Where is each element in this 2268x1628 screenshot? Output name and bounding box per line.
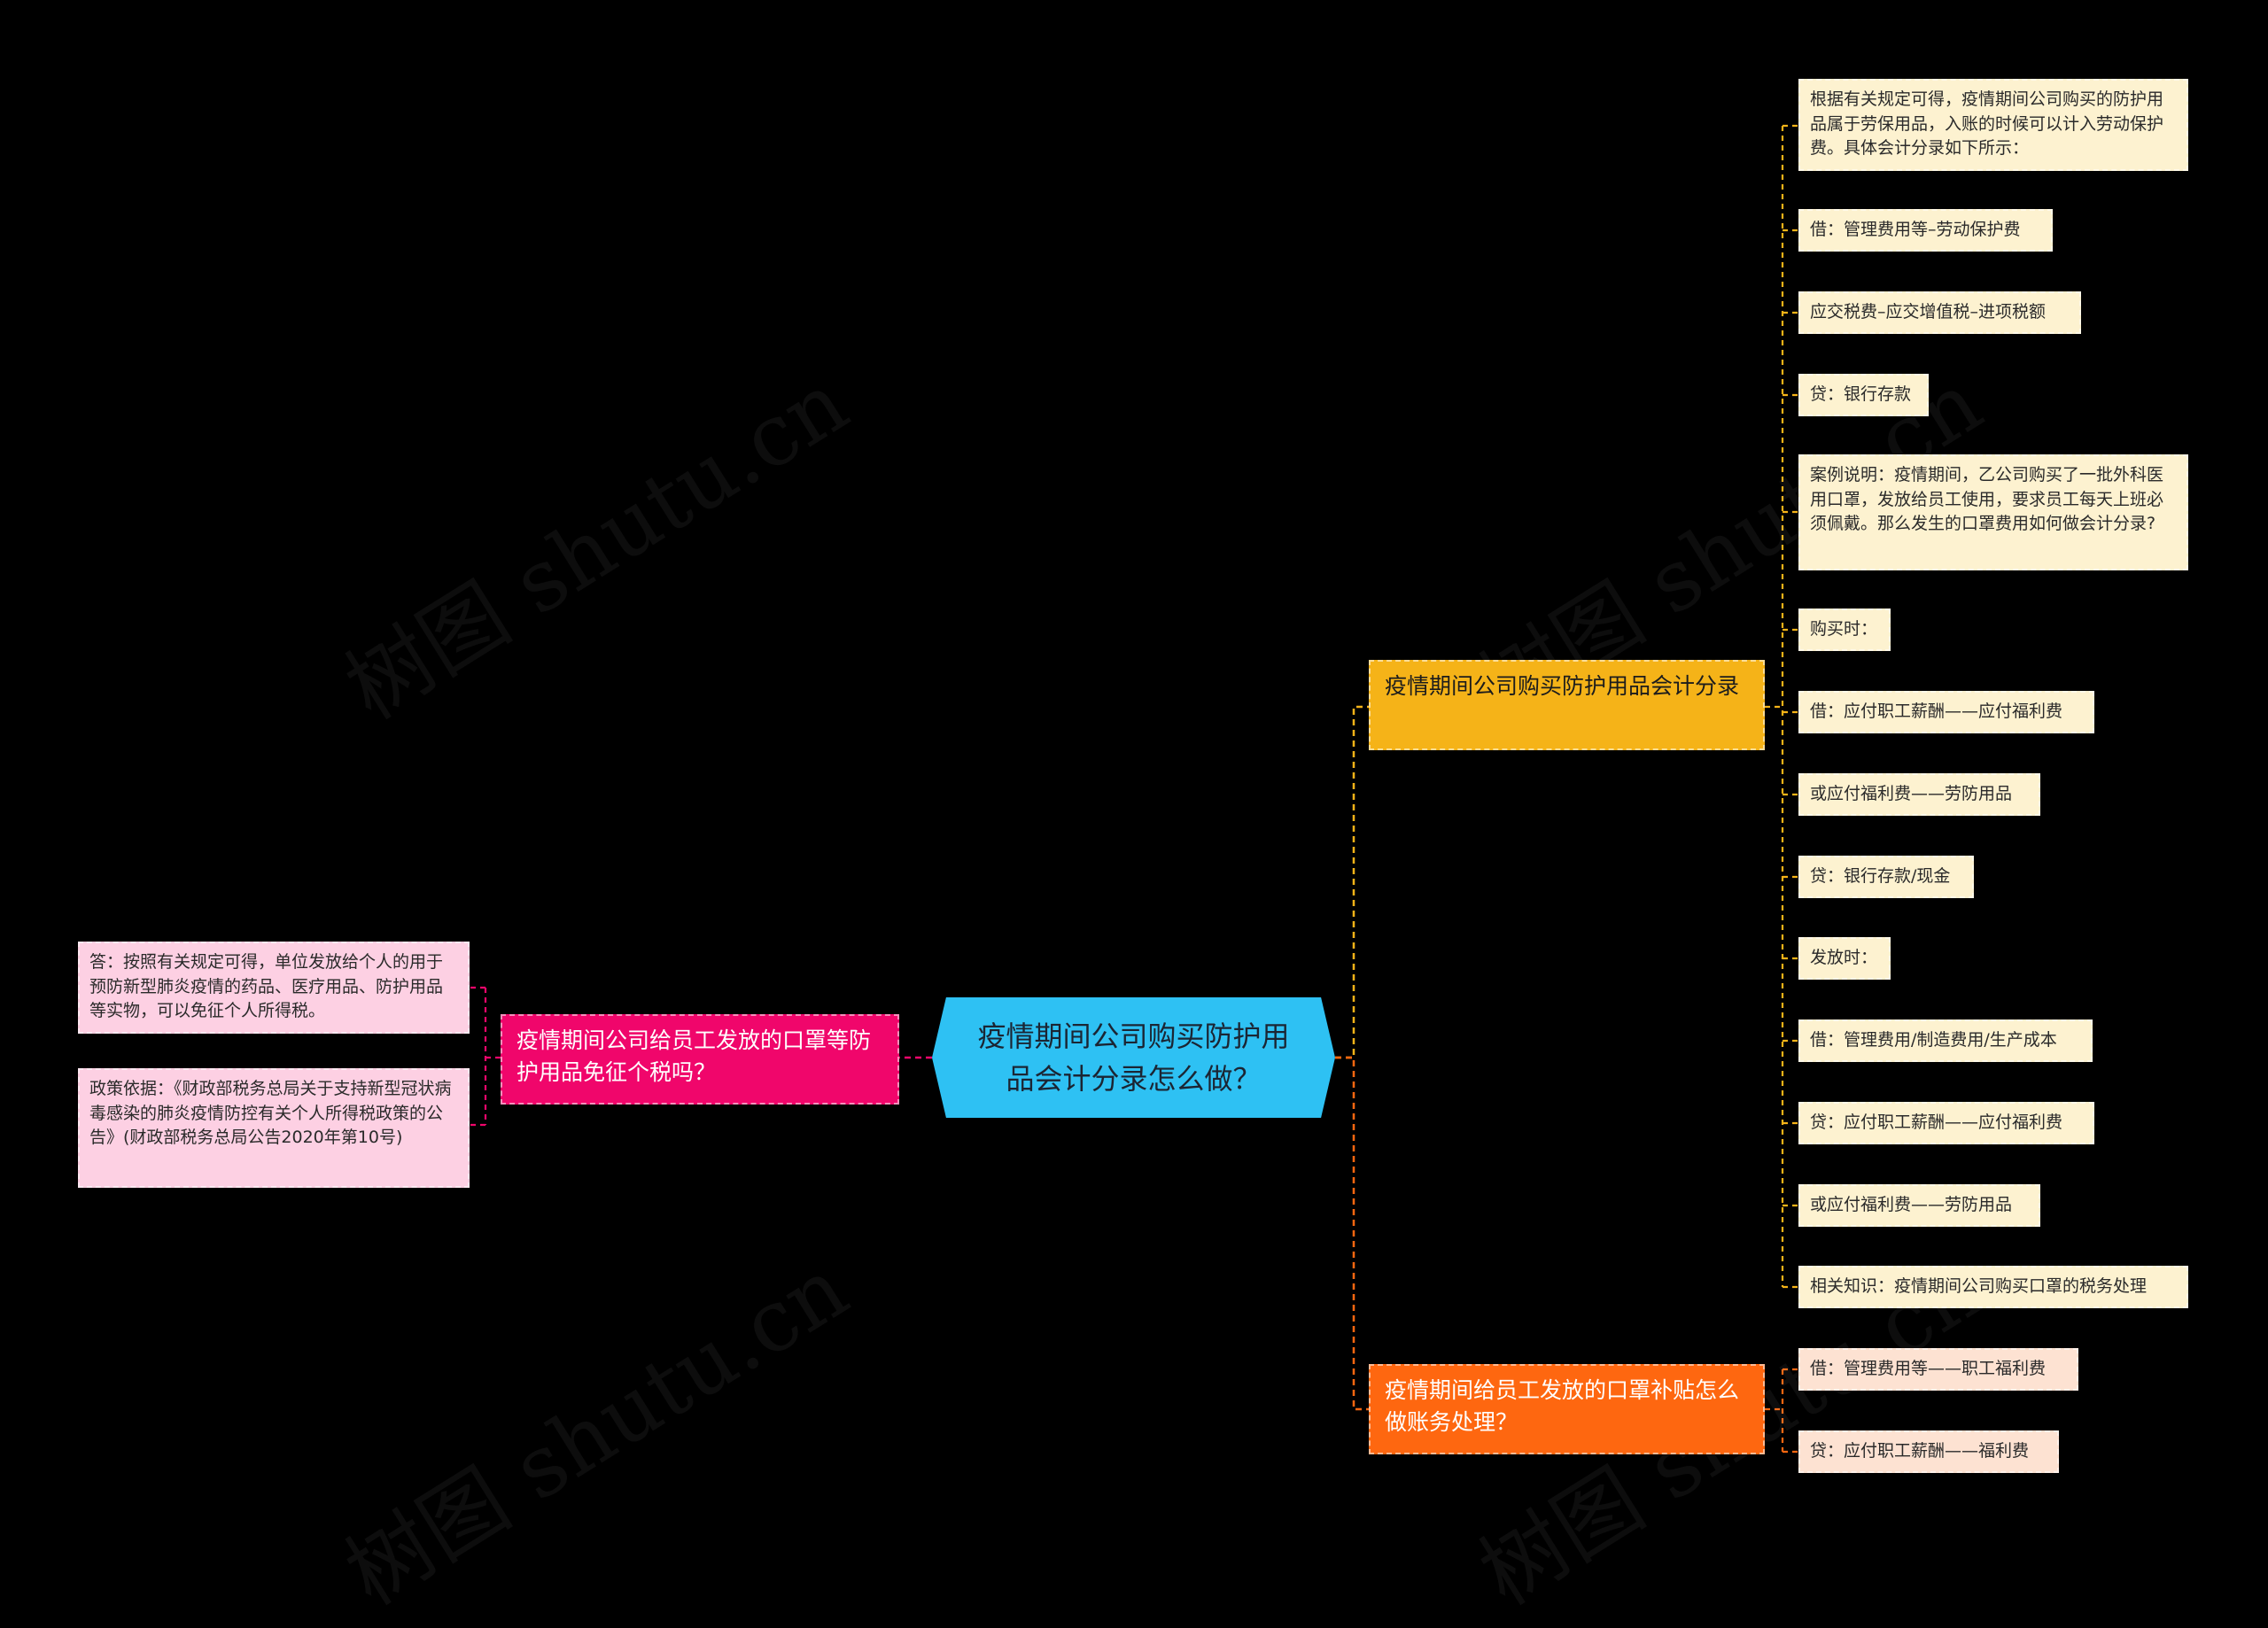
leaf-node[interactable]: 贷：银行存款 (1798, 374, 1929, 416)
leaf-node[interactable]: 贷：应付职工薪酬——应付福利费 (1798, 1102, 2094, 1144)
connector-center-bottom (1335, 1056, 1369, 1411)
leaf-node[interactable]: 案例说明：疫情期间，乙公司购买了一批外科医用口罩，发放给员工使用，要求员工每天上… (1798, 454, 2188, 570)
branch-mask-subsidy[interactable]: 疫情期间给员工发放的口罩补贴怎么做账务处理？ (1369, 1364, 1765, 1454)
leaf-node[interactable]: 贷：应付职工薪酬——福利费 (1798, 1430, 2059, 1473)
leaf-node[interactable]: 购买时： (1798, 609, 1891, 651)
leaf-node[interactable]: 答：按照有关规定可得，单位发放给个人的用于预防新型肺炎疫情的药品、医疗用品、防护… (78, 942, 470, 1034)
branch-accounting-entries[interactable]: 疫情期间公司购买防护用品会计分录 (1369, 660, 1765, 750)
branch-tax-exemption[interactable]: 疫情期间公司给员工发放的口罩等防护用品免征个税吗？ (501, 1014, 899, 1105)
connector-left-leaves (470, 986, 501, 1127)
central-topic[interactable]: 疫情期间公司购买防护用品会计分录怎么做？ (932, 997, 1335, 1118)
leaf-node[interactable]: 或应付福利费——劳防用品 (1798, 773, 2040, 816)
connector-bottom-leaves (1765, 1368, 1798, 1454)
leaf-node[interactable]: 贷：银行存款/现金 (1798, 856, 1974, 898)
leaf-node[interactable]: 应交税费–应交增值税–进项税额 (1798, 291, 2081, 334)
connector-top-leaves (1765, 124, 1798, 1289)
leaf-node[interactable]: 发放时： (1798, 937, 1891, 980)
leaf-node[interactable]: 借：管理费用/制造费用/生产成本 (1798, 1019, 2093, 1062)
leaf-node[interactable]: 借：管理费用等–劳动保护费 (1798, 209, 2053, 252)
branch-label: 疫情期间给员工发放的口罩补贴怎么做账务处理？ (1385, 1377, 1740, 1436)
central-topic-label: 疫情期间公司购买防护用品会计分录怎么做？ (977, 1019, 1290, 1096)
connector-lines (470, 124, 1798, 1454)
branch-label: 疫情期间公司购买防护用品会计分录 (1385, 673, 1740, 699)
leaf-node[interactable]: 根据有关规定可得，疫情期间公司购买的防护用品属于劳保用品，入账的时候可以计入劳动… (1798, 79, 2188, 171)
leaf-node[interactable]: 相关知识：疫情期间公司购买口罩的税务处理 (1798, 1266, 2188, 1308)
connector-center-top (1335, 705, 1369, 1059)
mindmap-canvas: 树图 shutu.cn 树图 shutu.cn 树图 shutu.cn 树图 s… (78, 79, 2188, 1624)
leaf-node[interactable]: 借：管理费用等——职工福利费 (1798, 1348, 2078, 1391)
branch-label: 疫情期间公司给员工发放的口罩等防护用品免征个税吗？ (517, 1027, 872, 1086)
leaf-node[interactable]: 或应付福利费——劳防用品 (1798, 1184, 2040, 1227)
leaf-node[interactable]: 借：应付职工薪酬——应付福利费 (1798, 691, 2094, 733)
leaf-node[interactable]: 政策依据：《财政部税务总局关于支持新型冠状病毒感染的肺炎疫情防控有关个人所得税政… (78, 1068, 470, 1188)
